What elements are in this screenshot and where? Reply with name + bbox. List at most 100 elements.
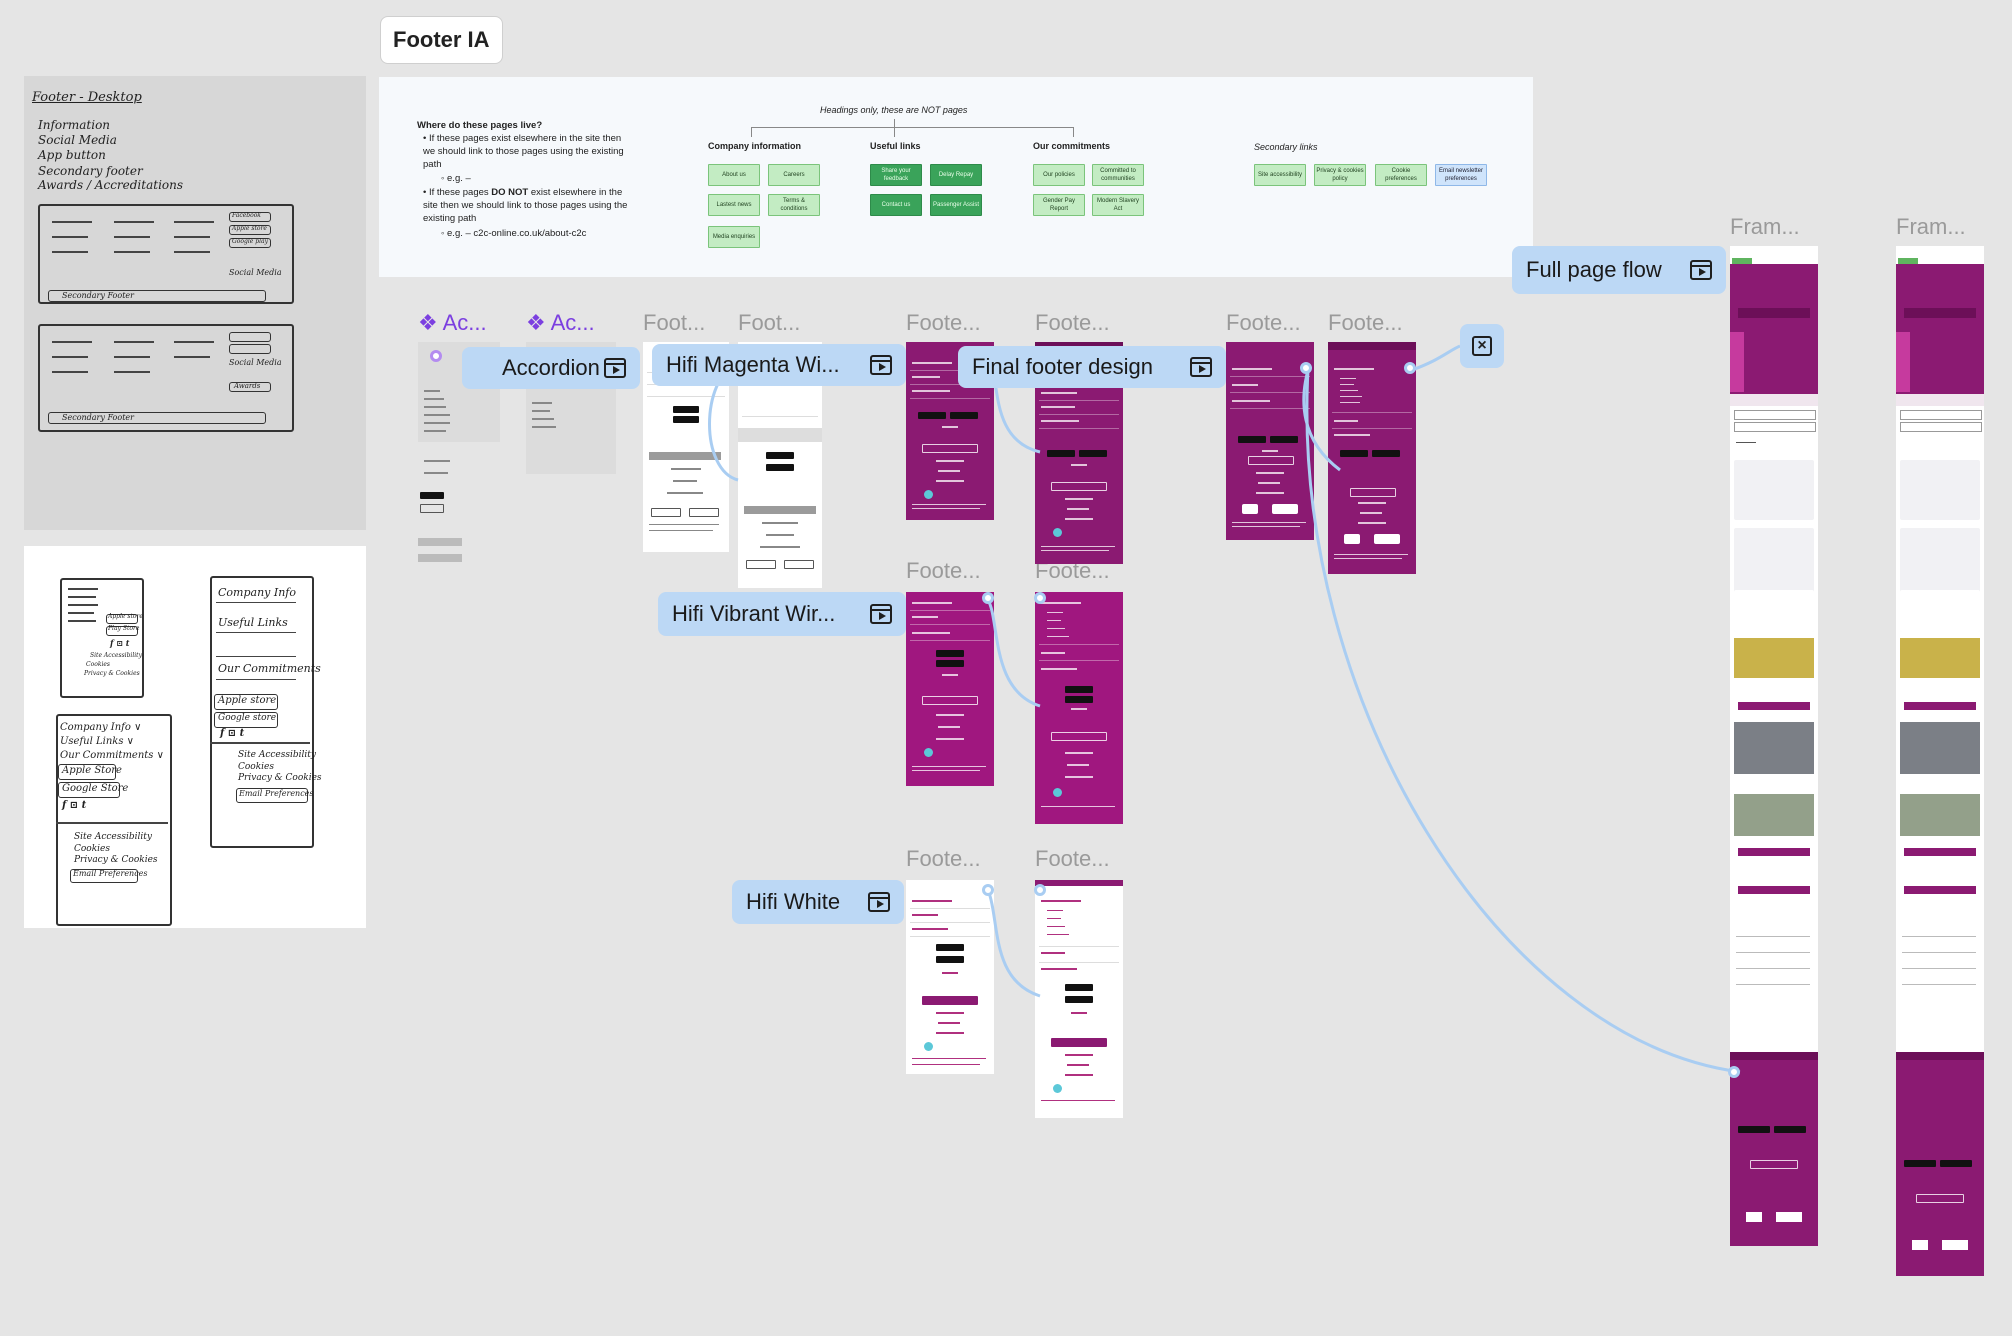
footer-vibrant-2[interactable] xyxy=(1035,592,1123,824)
flow-accordion[interactable]: Accordion xyxy=(462,347,640,389)
ia-col-heading: Useful links xyxy=(870,141,921,151)
sketch-label: Social Media xyxy=(229,268,282,277)
sketch-footer-box xyxy=(38,324,294,432)
frame-label[interactable]: Foote... xyxy=(906,310,981,335)
frame-label[interactable]: Fram... xyxy=(1730,214,1800,239)
sketch-label: Secondary Footer xyxy=(62,291,134,300)
sketch-m-item: Site Accessibility xyxy=(238,750,316,760)
play-icon[interactable] xyxy=(868,892,890,912)
ia-col-heading: Company information xyxy=(708,141,802,151)
ia-page-box[interactable]: Our policies xyxy=(1033,164,1085,186)
ia-page-box[interactable]: Careers xyxy=(768,164,820,186)
ia-page-box[interactable]: Share your feedback xyxy=(870,164,922,186)
sketch-m-item: Company Info ∨ xyxy=(60,722,142,733)
sketch-m-item: Apple Store xyxy=(62,765,122,776)
ia-page-box[interactable]: Terms & conditions xyxy=(768,194,820,216)
sketch-store: Google play xyxy=(232,238,268,245)
flow-hifi-vibrant[interactable]: Hifi Vibrant Wir... xyxy=(658,592,906,636)
sketch-m-item: Site Accessibility xyxy=(74,832,152,842)
ia-panel: Where do these pages live? • If these pa… xyxy=(379,77,1533,277)
sketch-m-item: Google Store xyxy=(62,783,129,794)
sketch-m-item: Privacy & Cookies xyxy=(74,855,158,865)
sketch-m-item: Our Commitments xyxy=(218,662,321,675)
footer-white-1[interactable] xyxy=(906,880,994,1074)
play-icon[interactable] xyxy=(870,355,892,375)
sketch-m-item: f ⊡ t xyxy=(62,800,87,811)
ia-sub: ◦ e.g. – c2c-online.co.uk/about-c2c xyxy=(441,228,587,239)
frame-label[interactable]: Foote... xyxy=(1226,310,1301,335)
frame-label[interactable]: Foote... xyxy=(906,558,981,583)
flow-label: Hifi White xyxy=(746,889,841,914)
section-title[interactable]: Footer IA xyxy=(380,16,503,64)
flow-final-footer[interactable]: Final footer design xyxy=(958,346,1226,388)
thumb-company xyxy=(912,362,952,364)
sketch-title: Footer - Desktop xyxy=(32,90,142,105)
ia-page-box[interactable]: Lastest news xyxy=(708,194,760,216)
ia-page-box[interactable]: Email newsletter preferences xyxy=(1435,164,1487,186)
sketch-m-item: Company Info xyxy=(218,586,296,599)
sketch-store: Facebook xyxy=(232,212,261,219)
close-flow-button[interactable]: × xyxy=(1460,324,1504,368)
play-icon[interactable] xyxy=(870,604,892,624)
sketch-m-item: Cookies xyxy=(238,762,274,772)
ia-col-heading: Secondary links xyxy=(1254,142,1318,152)
sketch-mobile: Apple store Play Store f ⊡ t Site Access… xyxy=(24,546,366,928)
sketch-label: Social Media xyxy=(229,358,282,367)
sketch-store: Apple store xyxy=(232,225,267,232)
frame-label[interactable]: Foot... xyxy=(643,310,706,335)
accordion-variant-stack[interactable] xyxy=(418,452,462,568)
flow-label: Final footer design xyxy=(972,354,1153,379)
ia-page-box[interactable]: Contact us xyxy=(870,194,922,216)
sketch-item: App button xyxy=(38,148,106,162)
sketch-m-item: Privacy & Cookies xyxy=(84,670,140,677)
sketch-m-item: Google store xyxy=(218,713,277,723)
sketch-m-item: f ⊡ t xyxy=(220,728,245,739)
ia-page-box[interactable]: Modern Slavery Act xyxy=(1092,194,1144,216)
ia-page-box[interactable]: About us xyxy=(708,164,760,186)
ia-page-box[interactable]: Privacy & cookies policy xyxy=(1314,164,1366,186)
sketch-item: Secondary footer xyxy=(38,164,143,178)
sketch-label: Secondary Footer xyxy=(62,413,134,422)
close-icon: × xyxy=(1472,336,1492,356)
frame-label[interactable]: Foote... xyxy=(1328,310,1403,335)
flow-full-page[interactable]: Full page flow xyxy=(1512,246,1726,294)
play-icon[interactable] xyxy=(604,358,626,378)
component-label[interactable]: ❖ Ac... xyxy=(418,310,487,335)
frame-label[interactable]: Foote... xyxy=(906,846,981,871)
flow-label: Hifi Vibrant Wir... xyxy=(672,601,836,626)
flow-label: Full page flow xyxy=(1526,257,1662,282)
sketch-m-item: Email Preferences xyxy=(239,789,314,798)
play-icon[interactable] xyxy=(1190,357,1212,377)
sketch-label: Awards xyxy=(234,382,261,390)
ia-page-box[interactable]: Cookie preferences xyxy=(1375,164,1427,186)
sketch-item: Social Media xyxy=(38,133,117,147)
frame-label[interactable]: Foote... xyxy=(1035,846,1110,871)
play-icon[interactable] xyxy=(1690,260,1712,280)
ia-col-heading: Our commitments xyxy=(1033,141,1111,151)
sketch-m-item: Email Preferences xyxy=(73,869,148,878)
sketch-m-item: Cookies xyxy=(86,661,110,668)
frame-label[interactable]: Foot... xyxy=(738,310,801,335)
component-label[interactable]: ❖ Ac... xyxy=(526,310,595,335)
frame-label[interactable]: Fram... xyxy=(1896,214,1966,239)
sketch-m-item: Apple store xyxy=(108,613,143,620)
footer-final-1[interactable] xyxy=(1226,342,1314,540)
ia-note: Headings only, these are NOT pages xyxy=(820,105,968,115)
flow-hifi-magenta[interactable]: Hifi Magenta Wi... xyxy=(652,344,906,386)
sketch-item: Awards / Accreditations xyxy=(38,178,184,192)
ia-page-box[interactable]: Delay Repay xyxy=(930,164,982,186)
full-page-frame-1[interactable] xyxy=(1730,246,1818,1246)
flow-hifi-white[interactable]: Hifi White xyxy=(732,880,904,924)
frame-label[interactable]: Foote... xyxy=(1035,310,1110,335)
ia-page-box[interactable]: Committed to communities xyxy=(1092,164,1144,186)
footer-white-2[interactable] xyxy=(1035,880,1123,1118)
sketch-m-item: Site Accessibility xyxy=(90,652,142,659)
sketch-item: Information xyxy=(38,118,111,132)
full-page-frame-2[interactable] xyxy=(1896,246,1984,1276)
footer-vibrant-1[interactable] xyxy=(906,592,994,786)
ia-page-box[interactable]: Gender Pay Report xyxy=(1033,194,1085,216)
ia-page-box[interactable]: Site accessibility xyxy=(1254,164,1306,186)
ia-page-box[interactable]: Passenger Assist xyxy=(930,194,982,216)
ia-page-box[interactable]: Media enquiries xyxy=(708,226,760,248)
footer-final-2[interactable] xyxy=(1328,342,1416,574)
